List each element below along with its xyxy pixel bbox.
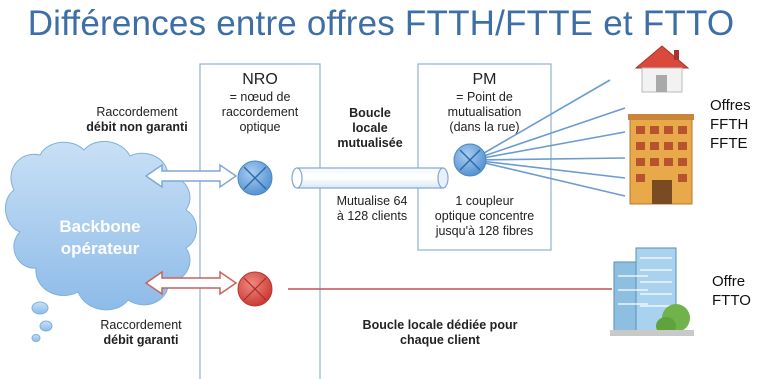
offer-ftto-line1: Offre — [712, 273, 746, 290]
backbone-cloud — [5, 141, 197, 342]
pm-line3: (dans la rue) — [449, 120, 520, 134]
nro-title: NRO — [242, 71, 278, 88]
nro-box — [199, 63, 321, 379]
backbone-label: Backbone opérateur — [30, 216, 170, 260]
top-connection-label-line2: débit non garanti — [86, 120, 188, 134]
shared-loop-line2: locale — [352, 121, 388, 135]
shared-loop-note-line1: Mutualise 64 — [336, 194, 408, 208]
double-arrow-blue — [144, 163, 238, 189]
shared-loop-note: Mutualise 64 à 128 clients — [322, 194, 422, 224]
apartment-building-icon — [628, 114, 694, 205]
top-connection-label-line1: Raccordement — [96, 105, 178, 119]
pm-line1: = Point de — [456, 90, 513, 104]
pm-fanout-lines — [471, 79, 626, 197]
bottom-connection-label: Raccordement débit garanti — [66, 318, 216, 348]
dedicated-loop-line2: chaque client — [400, 333, 480, 347]
pm-note-line2: optique concentre — [434, 209, 535, 223]
nro-line1: = nœud de — [229, 90, 291, 104]
shared-loop-line1: Boucle — [349, 106, 391, 120]
nro-node-red — [237, 271, 273, 307]
page-title: Différences entre offres FTTH/FTTE et FT… — [27, 4, 735, 43]
office-building-icon — [610, 247, 694, 336]
offers-ftth-line1: Offres — [710, 97, 751, 114]
house-icon — [634, 45, 690, 93]
nro-line2: raccordement — [221, 105, 299, 119]
double-arrow-red — [144, 270, 238, 296]
pm-line2: mutualisation — [447, 105, 522, 119]
nro-label: NRO = nœud de raccordement optique — [200, 70, 320, 135]
offers-ftth-line3: FFTE — [710, 135, 748, 152]
bottom-connection-label-line2: débit garanti — [103, 333, 179, 347]
pm-title: PM — [472, 71, 497, 88]
pm-note: 1 coupleur optique concentre jusqu'à 128… — [418, 194, 551, 239]
pm-box — [417, 63, 552, 251]
dedicated-loop-line1: Boucle locale dédiée pour — [362, 318, 518, 332]
shared-loop-label: Boucle locale mutualisée — [322, 106, 418, 151]
pm-label: PM = Point de mutualisation (dans la rue… — [418, 70, 551, 135]
offers-ftth-line2: FFTH — [710, 116, 749, 133]
top-connection-label: Raccordement débit non garanti — [62, 105, 212, 135]
pm-note-line3: jusqu'à 128 fibres — [435, 224, 534, 238]
offers-ftth-label: Offres FFTH FFTE — [710, 96, 751, 153]
backbone-label-line2: opérateur — [60, 239, 140, 258]
dedicated-loop-label: Boucle locale dédiée pour chaque client — [340, 318, 540, 348]
nro-line3: optique — [239, 120, 281, 134]
shared-loop-line3: mutualisée — [337, 136, 403, 150]
pm-node-blue — [453, 143, 487, 177]
mutualised-fiber-tube — [291, 167, 449, 189]
pm-note-line1: 1 coupleur — [455, 194, 514, 208]
bottom-connection-label-line1: Raccordement — [100, 318, 182, 332]
offer-ftto-line2: FTTO — [712, 292, 751, 309]
nro-node-blue — [237, 160, 273, 196]
shared-loop-note-line2: à 128 clients — [336, 209, 408, 223]
backbone-label-line1: Backbone — [59, 217, 141, 236]
offer-ftto-label: Offre FTTO — [712, 272, 751, 310]
